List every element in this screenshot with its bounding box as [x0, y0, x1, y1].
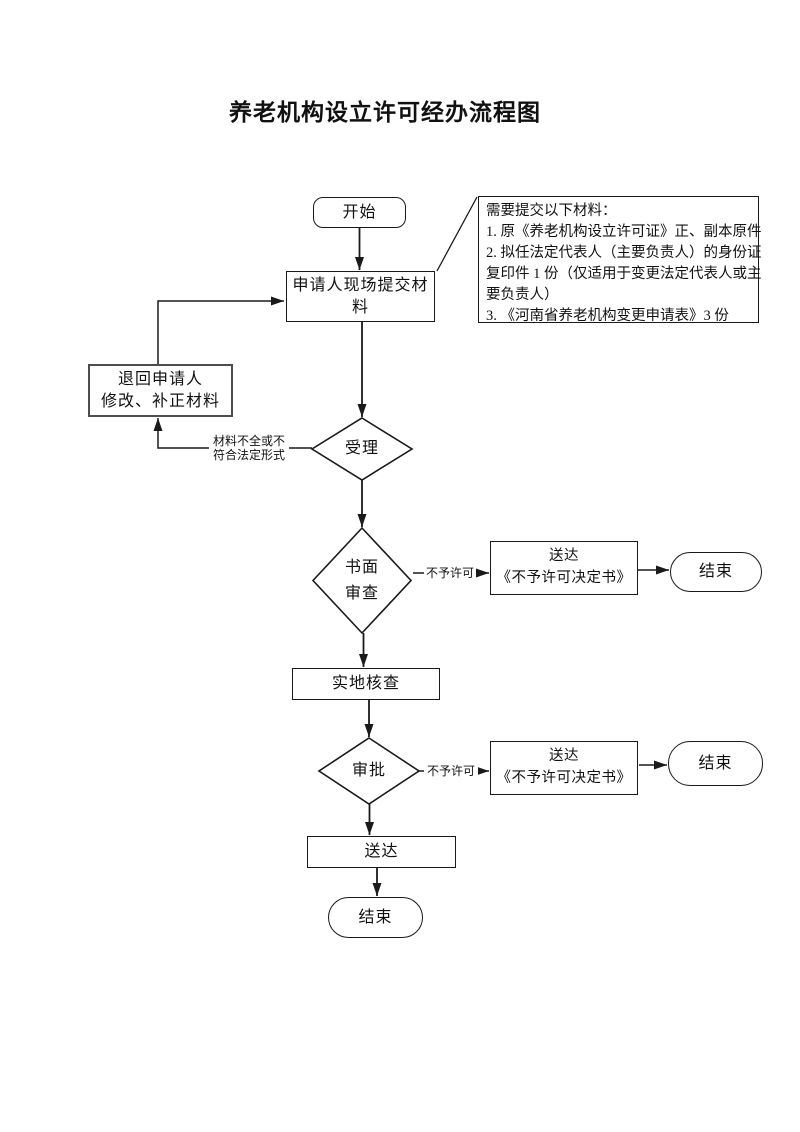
end-node-2: 结束: [668, 741, 763, 786]
site-inspection-node: 实地核查: [292, 668, 440, 700]
end-node-1-label: 结束: [698, 563, 733, 581]
deliver-rejection-node-1: 送达 《不予许可决定书》: [490, 541, 638, 595]
note-connector-line: [436, 196, 478, 272]
note-line: 2. 拟任法定代表人（主要负责人）的身份证: [486, 245, 762, 261]
incomplete-materials-line2: 符合法定形式: [212, 448, 285, 462]
deliver-rejection-node-2: 送达 《不予许可决定书》: [490, 741, 638, 795]
review-text-line1: 书面: [344, 558, 379, 576]
deliver-rejection-1-line2: 《不予许可决定书》: [496, 570, 632, 586]
note-line: 复印件 1 份（仅适用于变更法定代表人或主: [486, 266, 762, 282]
return-to-applicant-node: 退回申请人 修改、补正材料: [88, 364, 233, 417]
approve-text: 审批: [351, 762, 386, 780]
end-node-1: 结束: [670, 552, 762, 592]
arrow-return-to-submit: [157, 296, 284, 364]
incomplete-materials-line1: 材料不全或不: [212, 434, 285, 448]
deliver-node: 送达: [307, 836, 456, 868]
note-line: 要负责人）: [486, 287, 559, 303]
page-title: 养老机构设立许可经办流程图: [229, 100, 541, 125]
approve-diamond-label: 审批: [319, 738, 419, 804]
required-materials-note: 需要提交以下材料： 1. 原《养老机构设立许可证》正、副本原件 2. 拟任法定代…: [478, 196, 762, 324]
not-permitted-label-2: 不予许可: [424, 764, 478, 778]
incomplete-materials-label: 材料不全或不 符合法定形式: [209, 434, 289, 462]
submit-materials-node: 申请人现场提交材料: [286, 271, 435, 322]
note-line: 1. 原《养老机构设立许可证》正、副本原件: [486, 224, 762, 240]
start-node: 开始: [313, 197, 406, 228]
submit-materials-label: 申请人现场提交材料: [292, 276, 429, 316]
accept-diamond-label: 受理: [312, 418, 412, 480]
note-line: 需要提交以下材料：: [486, 203, 617, 219]
end-node-3: 结束: [328, 897, 423, 938]
start-node-label: 开始: [342, 203, 377, 221]
review-diamond-label: 书面 审查: [313, 528, 411, 633]
end-node-2-label: 结束: [698, 754, 733, 772]
return-node-line2: 修改、补正材料: [100, 392, 220, 410]
note-line: 3. 《河南省养老机构变更申请表》3 份: [486, 308, 729, 324]
accept-text: 受理: [344, 440, 379, 458]
deliver-node-label: 送达: [364, 843, 399, 861]
review-text-line2: 审查: [344, 584, 379, 602]
site-inspection-label: 实地核查: [331, 675, 400, 693]
deliver-rejection-2-line2: 《不予许可决定书》: [496, 770, 632, 786]
return-node-line1: 退回申请人: [117, 370, 203, 388]
not-permitted-label-1: 不予许可: [424, 566, 476, 580]
deliver-rejection-2-line1: 送达: [549, 748, 579, 765]
deliver-rejection-1-line1: 送达: [549, 548, 579, 565]
end-node-3-label: 结束: [358, 908, 393, 926]
